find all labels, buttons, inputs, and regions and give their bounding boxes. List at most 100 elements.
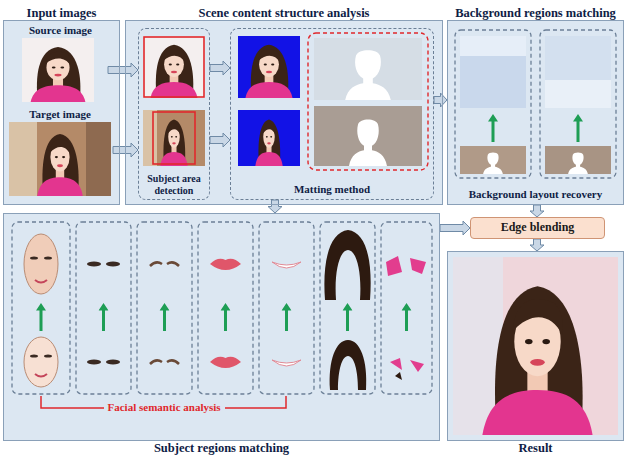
node-label: Subject area detection (141, 173, 207, 196)
bracket-label: Facial semantic analysis (104, 401, 225, 414)
node-label: Target image (7, 108, 113, 121)
matting-images (238, 110, 300, 166)
panel-heading: Scene content structure analysis (96, 6, 472, 20)
subject-columns (320, 222, 375, 394)
flow-arrow (530, 239, 544, 251)
flow-arrow (440, 221, 470, 235)
flow-arrow (210, 61, 230, 75)
green-arrows (99, 303, 109, 331)
matting-images (255, 120, 282, 166)
matting-images (349, 120, 387, 166)
face-parts (44, 354, 52, 357)
node-label: Matting method (233, 183, 431, 196)
node-label: Background layout recovery (450, 188, 621, 201)
green-arrows (36, 303, 412, 331)
subject-columns (259, 222, 314, 394)
source-photo (22, 38, 94, 102)
green-arrows (160, 303, 170, 331)
face-parts (324, 230, 370, 300)
face-parts (395, 372, 402, 380)
detection-photos (143, 110, 205, 166)
background-boxes (568, 152, 588, 174)
face-parts (150, 262, 179, 266)
blend-box: Edge blending (470, 217, 605, 239)
scene-panel: Scene content structure analysisSubject … (125, 20, 443, 205)
subject-columns (137, 222, 192, 394)
face-parts (24, 337, 58, 387)
panel-fill (447, 20, 624, 205)
detection-photos (143, 36, 205, 166)
face-parts (30, 256, 38, 259)
background-boxes (455, 30, 531, 178)
matting-images (238, 33, 428, 170)
background-boxes (573, 114, 583, 142)
subject-columns (381, 222, 432, 394)
face-parts (330, 340, 367, 390)
background-boxes (545, 80, 611, 108)
source-photo (31, 47, 86, 102)
panel-fill (3, 20, 624, 441)
green-arrows (282, 303, 292, 331)
subject-columns (12, 222, 70, 394)
detection-photos (144, 37, 204, 97)
flow-arrow (530, 205, 544, 217)
detection-photos (150, 45, 197, 98)
detection-photos (153, 112, 195, 164)
matting-group: Matting method (230, 28, 434, 200)
face-parts (44, 256, 52, 259)
panel-heading: Result (418, 441, 627, 455)
subject-columns (198, 222, 253, 394)
green-arrows (36, 303, 46, 331)
flow-arrow (434, 93, 447, 107)
face-parts (106, 359, 120, 364)
detection-photos (143, 110, 157, 166)
source-photo (22, 38, 94, 102)
source-image: Source image (13, 24, 108, 106)
background-boxes (460, 36, 526, 56)
green-arrows (221, 303, 231, 331)
matting-images (245, 45, 292, 98)
matting-images (308, 33, 428, 170)
result-photo (482, 286, 592, 435)
face-parts (272, 262, 301, 268)
face-parts (150, 360, 179, 364)
detection-photos (160, 120, 187, 166)
matting-images (238, 36, 300, 98)
face-parts (272, 360, 301, 366)
result-photo (453, 257, 618, 435)
face-parts (106, 261, 120, 266)
matting-images (345, 50, 391, 100)
panel-heading: Subject regions matching (0, 441, 469, 455)
face-parts (390, 358, 424, 372)
flow-arrow (268, 200, 282, 213)
target-photo (9, 122, 37, 196)
background-boxes (460, 146, 526, 174)
target-photo (37, 134, 83, 196)
node-label: Edge blending (471, 221, 604, 235)
background-boxes (483, 152, 503, 174)
background-boxes (545, 36, 611, 108)
result-panel: Result (447, 251, 624, 441)
panel-fill (125, 20, 443, 205)
face-parts (30, 354, 38, 357)
background-boxes (545, 146, 611, 174)
flow-arrow (108, 63, 138, 77)
panel-heading: Background regions matching (418, 6, 627, 20)
subject-columns (76, 222, 131, 394)
panel-fill (447, 251, 624, 441)
target-photo (9, 122, 111, 196)
face-parts (386, 256, 426, 276)
face-parts (24, 230, 426, 390)
face-parts (35, 280, 47, 283)
background-boxes (488, 114, 498, 142)
panel-fill (3, 20, 120, 205)
face-parts (210, 357, 241, 368)
face-parts (87, 359, 101, 364)
detection-photos (143, 36, 205, 98)
green-arrows (343, 303, 353, 331)
flow-arrow (210, 133, 230, 147)
face-parts (87, 261, 101, 266)
result-photo (453, 257, 618, 435)
target-photo (9, 122, 111, 196)
